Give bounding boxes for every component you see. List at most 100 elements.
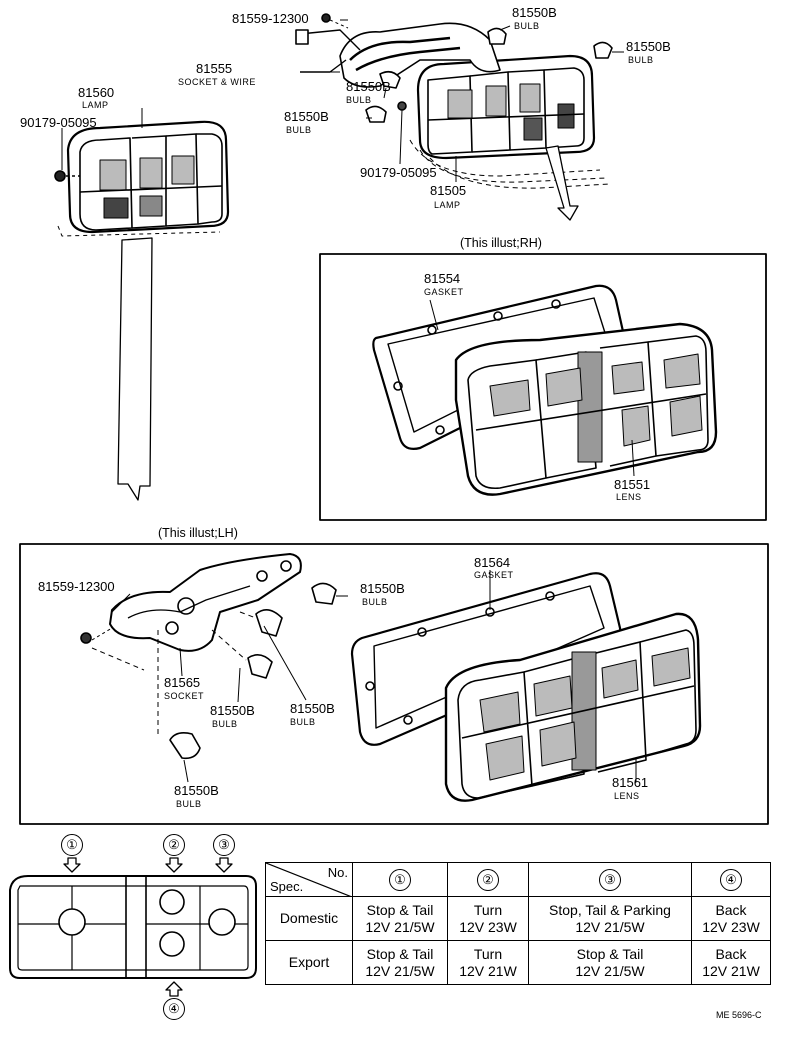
label-81564: 81564 [474,555,511,570]
label-81550b-1-sub: BULB [514,21,540,31]
corner-diagonal [266,863,352,897]
label-81561-sub: LENS [614,791,640,801]
label-81554: 81554 [424,271,461,286]
footer-code: ME 5696-C [716,1010,762,1020]
row-label-domestic: Domestic [265,896,353,941]
label-90179-left: 90179-05095 [20,115,97,130]
col-1-marker: ① [389,868,411,891]
cell-domestic-2-rating: 12V 23W [459,918,517,935]
marker-4: ④ [163,998,185,1020]
label-81560-sub: LAMP [82,100,109,110]
cell-domestic-4-function: Back [715,901,747,918]
lamp-81560 [54,120,230,237]
cell-export-4-function: Back [715,945,747,962]
label-81550b-4-sub: BULB [286,125,312,135]
label-81555: 81555 [196,61,233,76]
label-81550b-4: 81550B [284,109,329,124]
cell-export-3-function: Stop & Tail [576,945,644,962]
label-81554-sub: GASKET [424,287,464,297]
col-header-1: ① [352,862,448,897]
arrow-to-rh-detail [545,145,579,221]
col-3-marker: ③ [599,868,621,891]
label-81550b-2: 81550B [626,39,671,54]
label-81550b-3-sub: BULB [346,95,372,105]
col-4-marker: ④ [720,868,742,891]
arrow-to-lh-detail [117,237,153,501]
cell-domestic-1-rating: 12V 21/5W [365,918,435,935]
label-81564-sub: GASKET [474,570,514,580]
label-81550b-2-sub: BULB [628,55,654,65]
col-2-marker: ② [477,868,499,891]
cell-domestic-4-rating: 12V 23W [702,918,760,935]
bulbs-top [365,27,613,123]
lens-81551 [454,322,718,496]
cell-export-2-rating: 12V 21W [459,962,517,979]
marker-2: ② [163,834,185,856]
label-81550b-6-sub: BULB [212,719,238,729]
label-81555-sub: SOCKET & WIRE [178,77,256,87]
bulbs-lh [157,582,337,760]
socket-wire-81555 [295,13,501,88]
cell-export-3-rating: 12V 21/5W [575,962,645,979]
rh-detail-box [319,253,767,521]
label-90179-right: 90179-05095 [360,165,437,180]
cell-domestic-1-function: Stop & Tail [366,901,434,918]
label-81559-lh: 81559-12300 [38,579,115,594]
marker-1: ① [61,834,83,856]
label-81550b-7-sub: BULB [290,717,316,727]
label-81560: 81560 [78,85,115,100]
cell-export-4-rating: 12V 21W [702,962,760,979]
col-header-2: ② [447,862,529,897]
spec-corner-cell: No. Spec. [265,862,353,897]
row-label-export: Export [265,940,353,985]
cell-domestic-3-rating: 12V 21/5W [575,918,645,935]
label-81505: 81505 [430,183,467,198]
label-81551: 81551 [614,477,651,492]
cell-export-1-rating: 12V 21/5W [365,962,435,979]
header-no: No. [327,865,348,880]
label-81550b-1: 81550B [512,5,557,20]
lamp-81505 [409,54,611,189]
cell-export-2-function: Turn [473,945,503,962]
label-81565-sub: SOCKET [164,691,205,701]
lens-81561 [444,612,702,802]
label-81550b-7: 81550B [290,701,335,716]
lh-detail-box [19,543,769,825]
socket-81565 [80,553,302,671]
rh-caption: (This illust;RH) [460,236,542,250]
label-81565: 81565 [164,675,201,690]
label-81559-top: 81559-12300 [232,11,309,26]
label-81551-sub: LENS [616,492,642,502]
leader-lines [61,19,637,783]
lh-caption: (This illust;LH) [158,526,238,540]
label-81550b-3: 81550B [346,79,391,94]
label-81550b-8: 81550B [174,783,219,798]
cell-domestic-2-function: Turn [473,901,503,918]
cell-domestic-3-function: Stop, Tail & Parking [549,901,671,918]
bulb-position-schematic [9,857,257,997]
col-header-4: ④ [691,862,771,897]
cell-export-1-function: Stop & Tail [366,945,434,962]
header-spec: Spec. [270,879,304,894]
label-81550b-8-sub: BULB [176,799,202,809]
label-81505-sub: LAMP [434,200,461,210]
col-header-3: ③ [528,862,692,897]
label-81550b-5: 81550B [360,581,405,596]
label-81550b-5-sub: BULB [362,597,388,607]
label-81561: 81561 [612,775,649,790]
marker-3: ③ [213,834,235,856]
label-81550b-6: 81550B [210,703,255,718]
